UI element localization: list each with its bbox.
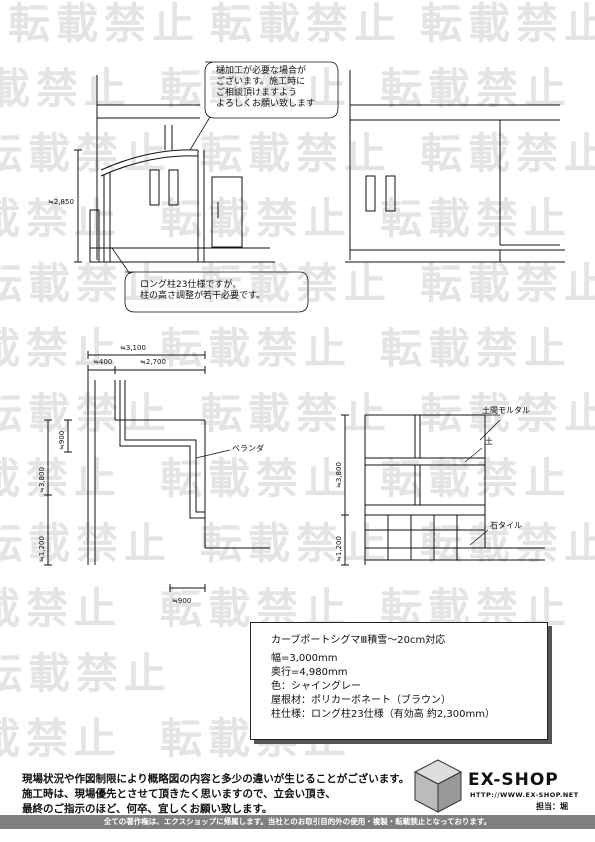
callout-bubble-bottom: [124, 271, 309, 313]
side-elevation-drawing: [345, 70, 565, 263]
spec-roof: 屋根材：ポリカーボネート（ブラウン）: [271, 695, 451, 706]
dimension-elev-h1: ≒3,800: [335, 462, 343, 488]
notice-line: 現場状況や作図制限により概略図の内容と多少の違いが生じることがございます。: [22, 773, 410, 785]
callout-bubble-top: [204, 61, 339, 119]
callout-top-line: ございます。施工時に: [216, 77, 306, 87]
dimension-plan-h3: ≒1,200: [38, 536, 46, 562]
callout-bottom-text: ロング柱23仕様ですが、 柱の高さ調整が若干必要です。: [140, 280, 265, 302]
footer-copyright: 全ての著作権は、エクスショップに帰属します。当社とのお取引目的外の使用・複製・転…: [0, 815, 595, 829]
spec-product: カーブポートシグマⅢ積雪～20cm対応: [271, 635, 446, 646]
notice-line: 最終のご指示のほど、何卒、宜しくお願い致します。: [22, 803, 273, 815]
callout-bottom-line: 柱の高さ調整が若干必要です。: [140, 291, 266, 301]
dimension-plan-bottom: ≒900: [172, 597, 192, 605]
dimension-width-b: ≒2,700: [140, 358, 166, 366]
dimension-width-total: ≒3,100: [120, 344, 146, 352]
spec-width: 幅=3,000mm: [271, 653, 338, 664]
plan-drawing: [44, 351, 270, 592]
front-elevation-drawing: [74, 75, 275, 263]
brand-name: EX-SHOP: [468, 770, 559, 790]
dimension-elev-h2: ≒1,200: [335, 536, 343, 562]
callout-top-line: 樋加工が必要な場合が: [216, 66, 307, 76]
label-stone-tile: 石タイル: [490, 521, 522, 530]
callout-top-line: ご相談頂けますよう: [216, 88, 298, 98]
callout-top-line: よろしくお願い致します: [216, 99, 316, 109]
dimension-height: ≒2,850: [48, 198, 74, 206]
callout-bottom-line: ロング柱23仕様ですが、: [140, 280, 242, 290]
person-in-charge: 担当：堀: [536, 802, 568, 811]
label-veranda: ベランダ: [232, 444, 264, 453]
spec-box: カーブポートシグマⅢ積雪～20cm対応 幅=3,000mm 奥行=4,980mm…: [250, 622, 548, 740]
dimension-plan-h1: ≒900: [58, 430, 66, 450]
section-drawing: [341, 414, 545, 566]
callout-top-text: 樋加工が必要な場合が ございます。施工時に ご相談頂けますよう よろしくお願い致…: [216, 66, 315, 110]
dimension-plan-h2: ≒3,800: [38, 467, 46, 493]
spec-post: 柱仕様：ロング柱23仕様（有効高 約2,300mm）: [271, 709, 496, 720]
brand-url: HTTP://WWW.EX-SHOP.NET: [470, 791, 579, 799]
ex-shop-logo-icon: [413, 759, 463, 813]
spec-depth: 奥行=4,980mm: [271, 667, 348, 678]
label-mortar: 土間モルタル: [482, 406, 530, 415]
dimension-width-a: ≒400: [93, 358, 113, 366]
spec-color: 色：シャイングレー: [271, 681, 361, 692]
notice-line: 施工時は、現場優先とさせて頂きたく思いますので、立会い頂き、: [22, 788, 336, 800]
label-soil: 土: [485, 437, 493, 446]
